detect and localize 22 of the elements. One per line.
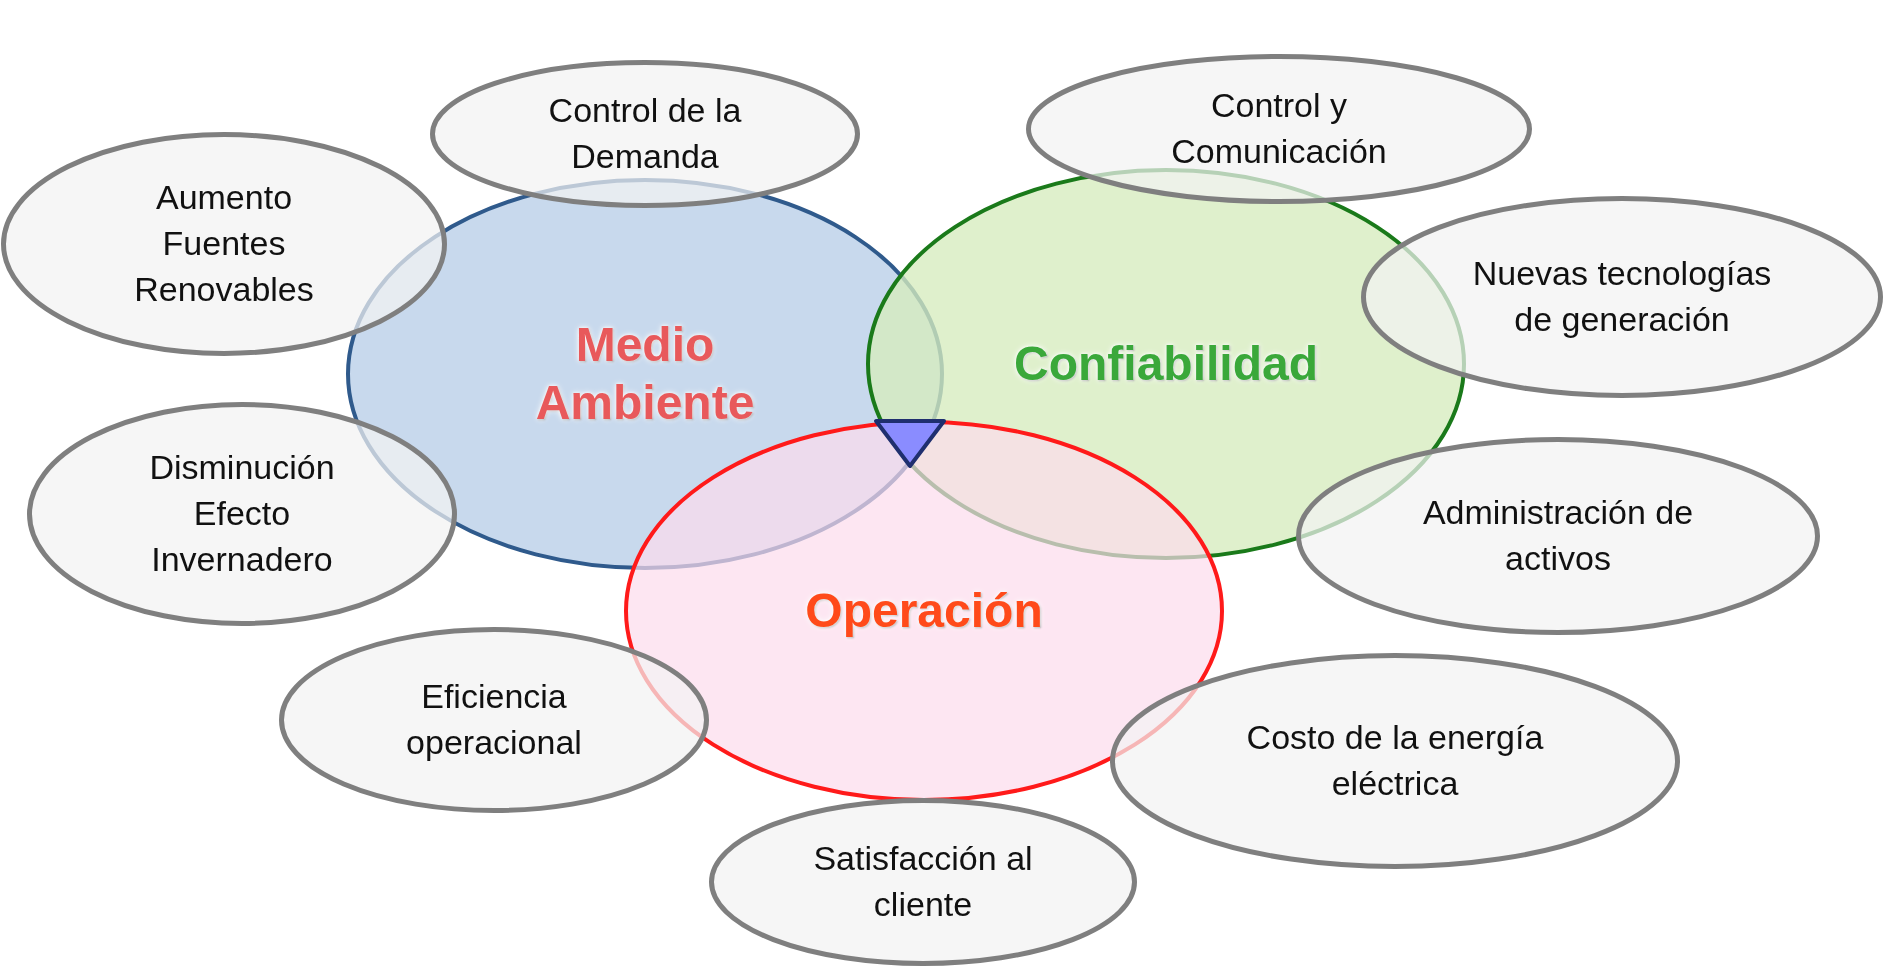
aspect-label: Control de la Demanda bbox=[547, 90, 743, 177]
aspect-label: Satisfacción al cliente bbox=[812, 838, 1034, 925]
topic-label: Confiabilidad bbox=[1013, 336, 1319, 393]
aspect-ellipse bbox=[430, 60, 860, 208]
aspect-label: Disminución Efecto Invernadero bbox=[148, 447, 336, 580]
aspect-label: Nuevas tecnologías de generación bbox=[1472, 253, 1772, 340]
topic-label: Medio Ambiente bbox=[534, 317, 756, 431]
topic-label: Operación bbox=[804, 583, 1044, 640]
aspect-label: Costo de la energía eléctrica bbox=[1245, 717, 1545, 804]
aspect-ellipse bbox=[1026, 54, 1532, 204]
aspect-ellipse bbox=[709, 798, 1137, 966]
aspect-label: Eficiencia operacional bbox=[405, 676, 583, 763]
aspect-ellipse bbox=[1361, 196, 1883, 398]
aspect-ellipse bbox=[1110, 653, 1680, 869]
aspect-ellipse bbox=[27, 402, 457, 626]
aspect-ellipse bbox=[279, 627, 709, 813]
topic-ellipse bbox=[624, 420, 1224, 802]
aspect-label: Administración de activos bbox=[1421, 492, 1695, 579]
aspect-ellipse bbox=[1, 132, 447, 356]
aspect-ellipse bbox=[1296, 437, 1820, 635]
aspect-label: Control y Comunicación bbox=[1170, 85, 1388, 172]
aspect-label: Aumento Fuentes Renovables bbox=[133, 177, 315, 310]
